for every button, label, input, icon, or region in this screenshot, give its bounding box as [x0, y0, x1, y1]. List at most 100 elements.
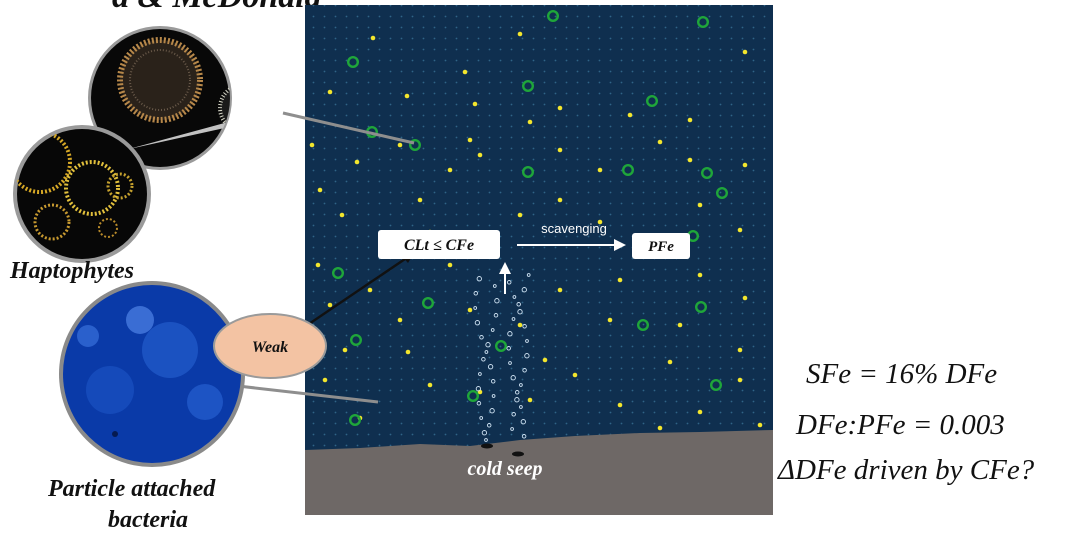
particle-dot — [657, 425, 663, 431]
seep-bubble — [519, 405, 523, 409]
seep-bubble — [474, 320, 481, 326]
seep-bubble — [510, 427, 514, 431]
particle-dot — [317, 187, 323, 193]
seep-bubble — [521, 287, 527, 293]
haptophyte-micrograph-left — [13, 125, 151, 263]
bacteria-label-line2: bacteria — [108, 507, 188, 533]
particle-dot — [742, 49, 748, 55]
seep-bubble — [494, 298, 500, 304]
seep-bubble — [485, 342, 491, 348]
seep-bubble — [522, 324, 527, 329]
seep-bubble — [519, 383, 523, 387]
seep-vent-right — [512, 451, 524, 457]
seep-bubble — [511, 317, 516, 321]
weak-ellipse — [213, 313, 327, 379]
plankton-cell — [347, 56, 360, 69]
plankton-cell — [409, 138, 422, 151]
connector-haptophytes — [282, 111, 415, 145]
scavenging-label: scavenging — [541, 221, 607, 236]
equation-ratio: DFe:PFe = 0.003 — [796, 409, 1005, 441]
plankton-cell — [701, 166, 714, 179]
particle-dot — [427, 382, 433, 388]
particle-dot — [697, 409, 703, 415]
seep-bubble — [514, 390, 520, 395]
seep-bubble — [492, 284, 497, 288]
particle-dot — [737, 227, 743, 233]
particle-dot — [370, 35, 376, 41]
particle-dot — [697, 272, 703, 278]
particle-dot — [742, 162, 748, 168]
particle-dot — [557, 197, 563, 203]
cold-seep-label: cold seep — [468, 458, 543, 480]
plankton-cell — [637, 319, 650, 332]
particle-dot — [757, 422, 763, 428]
plankton-cell — [646, 94, 659, 107]
seep-bubble — [507, 331, 513, 337]
equation-question: ΔDFe driven by CFe? — [778, 454, 1035, 486]
seep-bubble — [473, 306, 478, 310]
particle-dot — [597, 219, 603, 225]
seep-bubble — [510, 375, 516, 381]
haptophyte-micrograph-top — [88, 26, 232, 170]
seep-bubble — [489, 408, 495, 414]
seep-bubble — [490, 379, 496, 384]
seep-bubble — [481, 357, 486, 362]
seep-bubble — [479, 416, 484, 420]
particle-dot — [517, 212, 523, 218]
pfe-box-label: PFe — [648, 239, 674, 255]
particle-dot — [447, 262, 453, 268]
seep-bubble — [524, 353, 530, 359]
particle-dot — [309, 142, 315, 148]
seep-bubble — [487, 364, 494, 370]
title-fragment: a & McDonald — [112, 0, 322, 16]
particle-dot — [697, 202, 703, 208]
weak-label: Weak — [252, 339, 288, 356]
particle-dot — [687, 157, 693, 163]
seep-bubble — [508, 361, 512, 365]
particle-dot — [557, 287, 563, 293]
particle-dot — [557, 147, 563, 153]
plankton-cell — [522, 79, 535, 92]
particle-dot — [677, 322, 683, 328]
seep-bubble — [481, 430, 488, 436]
connector-bacteria — [237, 384, 379, 404]
particle-dot — [597, 167, 603, 173]
seep-bubble — [514, 397, 520, 403]
seep-bubble — [522, 368, 527, 373]
particle-dot — [397, 142, 403, 148]
plankton-cell — [547, 9, 560, 23]
particle-dot — [327, 302, 333, 308]
particle-dot — [617, 402, 623, 408]
particle-dot — [339, 212, 345, 218]
seep-bubble — [521, 434, 527, 439]
plankton-cell — [716, 186, 729, 199]
seep-vent-left — [481, 443, 493, 449]
particle-dot — [557, 105, 563, 111]
seep-bubble — [526, 273, 531, 277]
particle-dot — [542, 357, 548, 363]
seep-bubble — [511, 412, 516, 417]
particle-dot — [315, 262, 321, 268]
particle-dot — [327, 89, 333, 95]
particle-dot — [477, 152, 483, 158]
particle-dot — [517, 31, 523, 37]
plankton-cell — [710, 379, 723, 392]
particle-dot — [572, 372, 578, 378]
seep-bubble — [484, 438, 488, 442]
seep-bubble — [476, 276, 482, 282]
seep-bubble — [479, 335, 484, 340]
particle-dot — [737, 377, 743, 383]
seep-bubble — [476, 401, 482, 406]
pfe-box — [632, 233, 690, 259]
haptophytes-label: Haptophytes — [10, 258, 134, 284]
ligand-box — [378, 230, 500, 259]
seep-bubble — [486, 423, 492, 428]
particle-dot — [617, 277, 623, 283]
yellow-particles — [309, 31, 763, 431]
seep-bubbles — [473, 273, 531, 442]
seep-bubble — [525, 339, 529, 343]
particle-dot — [657, 139, 663, 145]
plankton-cell — [697, 16, 710, 29]
